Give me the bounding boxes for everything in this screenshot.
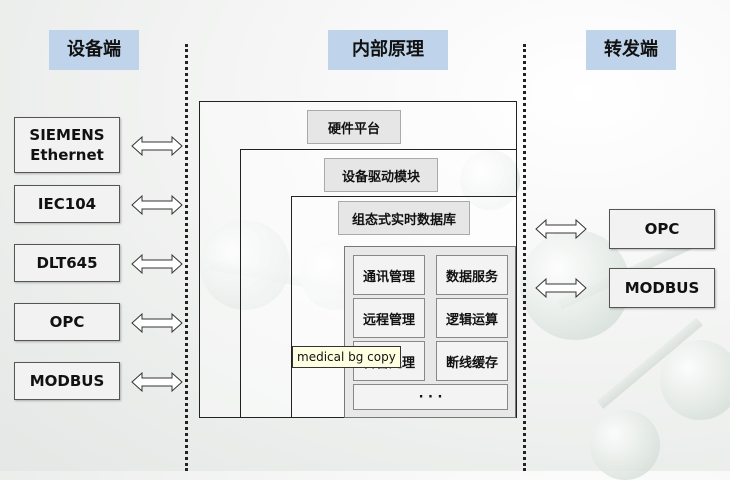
device-protocol-label: SIEMENS Ethernet [29, 126, 105, 164]
header-device-side: 设备端 [49, 30, 139, 70]
device-protocol-label: IEC104 [37, 195, 97, 213]
tooltip: medical bg copy [292, 346, 401, 368]
divider-right [523, 44, 526, 471]
module-data-service: 数据服务 [436, 255, 508, 295]
double-arrow-icon [131, 371, 183, 393]
device-protocol-label: DLT645 [36, 254, 98, 272]
module-communication-management: 通讯管理 [353, 255, 425, 295]
device-protocol-opc: OPC [14, 303, 120, 341]
double-arrow-icon [535, 218, 587, 240]
module-more: · · · [353, 384, 508, 410]
device-protocol-iec104: IEC104 [14, 185, 120, 223]
device-protocol-label: OPC [49, 313, 85, 331]
hardware-platform-label: 硬件平台 [307, 110, 401, 144]
double-arrow-icon [535, 277, 587, 299]
divider-left [185, 44, 188, 471]
double-arrow-icon [131, 135, 183, 157]
forward-protocol-opc: OPC [609, 209, 715, 249]
header-forward-side: 转发端 [586, 30, 676, 70]
module-remote-management: 远程管理 [353, 298, 425, 338]
device-protocol-dlt645: DLT645 [14, 244, 120, 282]
device-protocol-label: MODBUS [29, 372, 105, 390]
module-logic-operation: 逻辑运算 [436, 298, 508, 338]
device-protocol-siemens-ethernet: SIEMENS Ethernet [14, 117, 120, 173]
device-driver-label: 设备驱动模块 [324, 158, 438, 192]
forward-protocol-modbus: MODBUS [609, 268, 715, 308]
header-internal: 内部原理 [328, 30, 448, 70]
realtime-database-label: 组态式实时数据库 [338, 201, 470, 235]
module-disconnect-cache: 断线缓存 [436, 341, 508, 381]
device-protocol-modbus: MODBUS [14, 362, 120, 400]
double-arrow-icon [131, 194, 183, 216]
forward-protocol-label: OPC [644, 220, 680, 238]
double-arrow-icon [131, 312, 183, 334]
forward-protocol-label: MODBUS [624, 279, 700, 297]
double-arrow-icon [131, 253, 183, 275]
